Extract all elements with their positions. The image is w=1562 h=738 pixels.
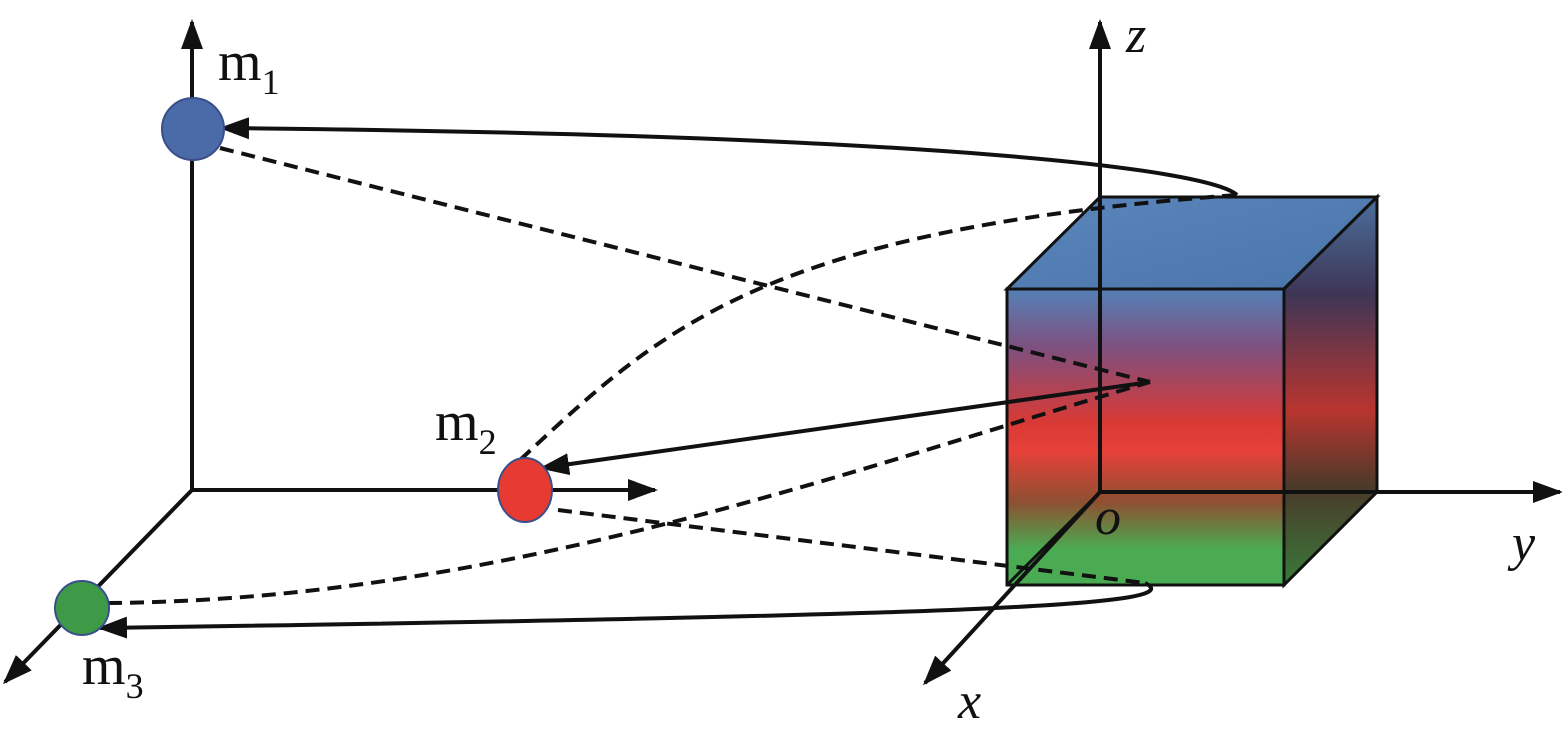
arrow-to-m3 [97, 581, 1154, 639]
cube [1003, 193, 1381, 589]
mass-m3-sphere [54, 580, 110, 636]
dashed-curve-m2-to-top [518, 193, 1238, 462]
cube-front-face [1005, 287, 1286, 587]
arrow-to-m2 [539, 380, 1151, 476]
label-m2: m2 [435, 391, 497, 462]
label-z-axis: z [1125, 7, 1146, 64]
dashed-line-m2-to-bottom [557, 508, 1146, 585]
right-axes [922, 19, 1562, 686]
masses [54, 97, 553, 636]
label-m3: m3 [82, 635, 144, 706]
label-origin: o [1095, 489, 1121, 546]
label-m1: m1 [218, 31, 280, 102]
label-x-axis: x [957, 673, 981, 730]
mass-m1-sphere [161, 97, 225, 161]
solid-arrows [97, 117, 1239, 639]
dashed-curve-m3-to-center [107, 380, 1151, 605]
x-axis [922, 490, 1102, 686]
arrow-to-m1 [219, 117, 1239, 197]
label-y-axis: y [1507, 515, 1536, 572]
dashed-links [107, 146, 1238, 605]
dashed-line-m1-to-center [219, 146, 1151, 384]
left-axes [2, 19, 658, 685]
mass-m2-sphere [497, 457, 553, 523]
